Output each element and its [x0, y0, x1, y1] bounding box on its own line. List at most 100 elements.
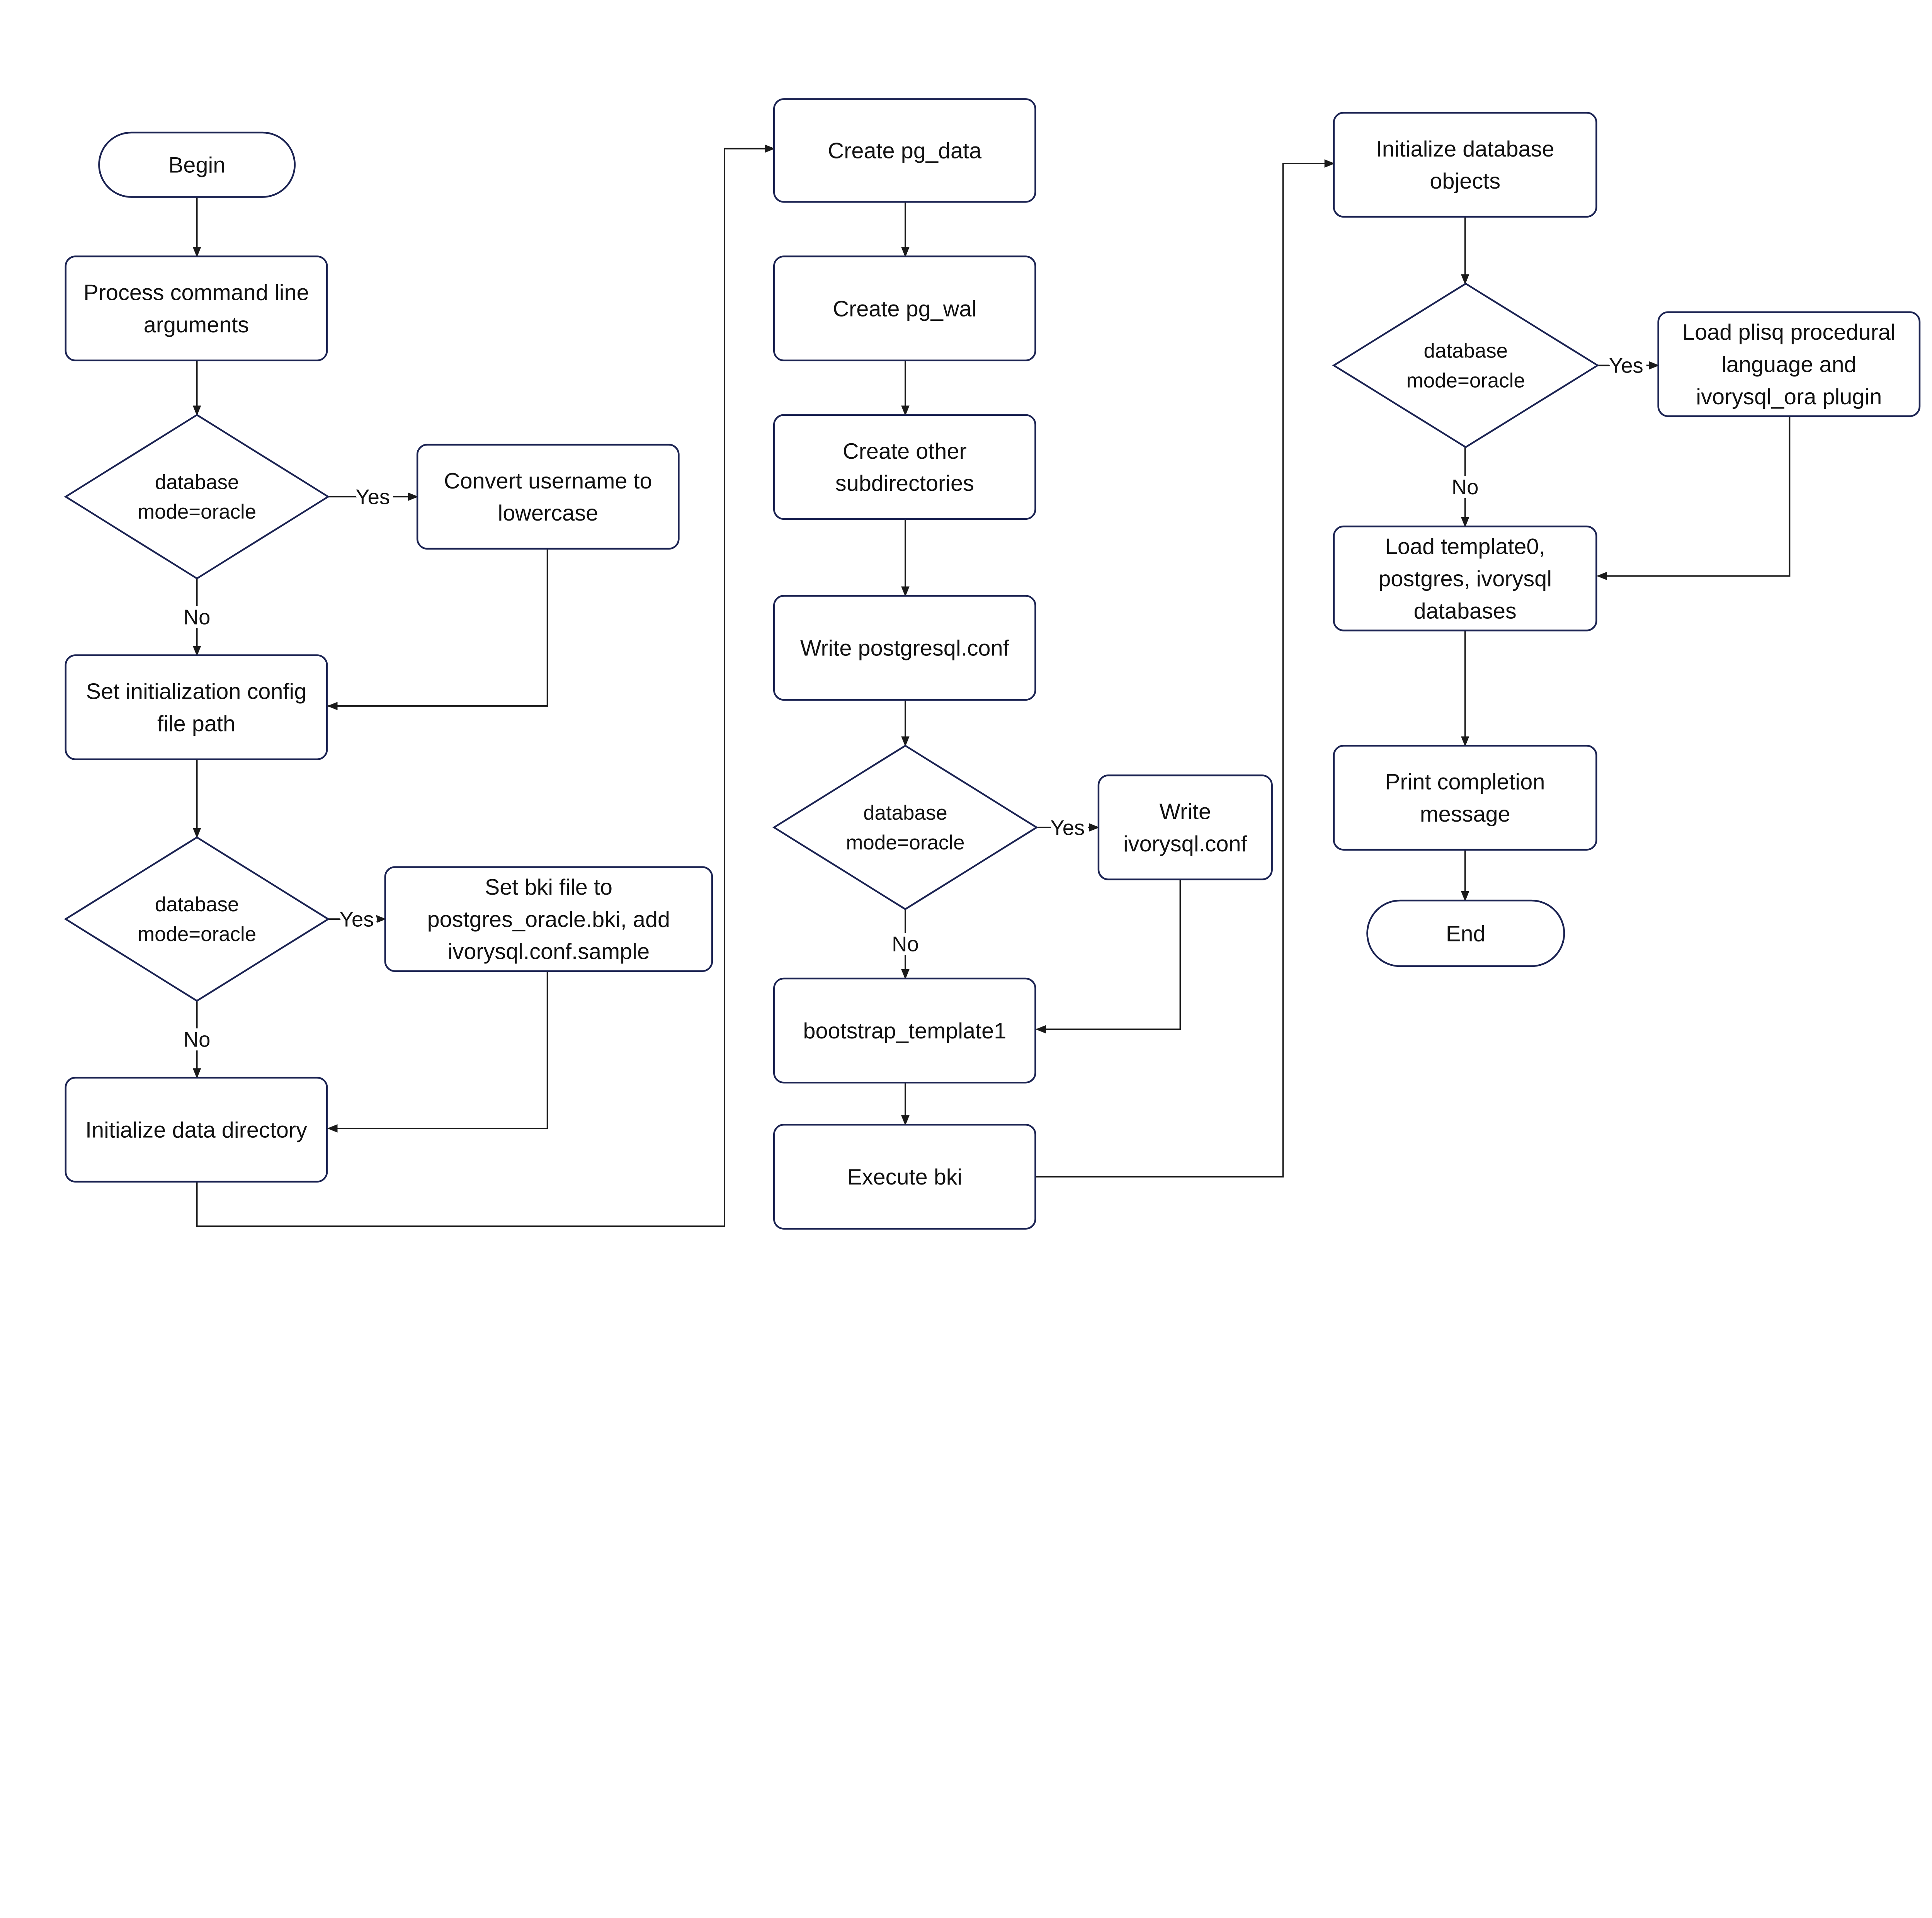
node-text: Execute bki — [847, 1165, 962, 1190]
edge-load_plisq-to-load_templates — [1596, 416, 1791, 580]
process-shape — [773, 98, 1036, 203]
node-text: database — [155, 893, 239, 916]
node-text: Print completion — [1385, 770, 1545, 795]
node-process-args: Process command line arguments — [65, 255, 328, 361]
node-init-db-objects: Initialize database objects — [1333, 112, 1597, 218]
node-text: lowercase — [498, 501, 598, 526]
node-text: Create other — [843, 439, 967, 464]
node-write-ivorysql-conf: Write ivorysql.conf — [1097, 774, 1273, 880]
node-bootstrap-template1: bootstrap_template1 — [773, 977, 1036, 1084]
process-shape — [1333, 745, 1597, 851]
process-shape — [773, 414, 1036, 520]
node-text: ivorysql.conf — [1123, 832, 1248, 856]
node-text: Write postgresql.conf — [800, 636, 1010, 660]
process-shape — [773, 595, 1036, 701]
node-decision3: database mode=oracle — [772, 744, 1038, 910]
edge-label-no: No — [184, 605, 211, 629]
node-text: objects — [1430, 169, 1500, 194]
node-text: Initialize database — [1376, 137, 1554, 162]
edge-execute_bki-to-init_db_objects — [1035, 159, 1335, 1178]
edge-label-yes: Yes — [355, 485, 390, 509]
node-set-config-path: Set initialization config file path — [65, 654, 328, 760]
node-text: Process command line — [83, 281, 309, 305]
edge-set_bki-to-init_data_dir — [327, 971, 548, 1133]
edge-label-yes: Yes — [1050, 816, 1085, 839]
node-write-postgresql-conf: Write postgresql.conf — [773, 595, 1036, 701]
decision-shape — [772, 744, 1038, 910]
node-text: database — [155, 471, 239, 494]
node-text: subdirectories — [835, 471, 974, 496]
node-text: language and — [1721, 352, 1857, 377]
node-execute-bki: Execute bki — [773, 1124, 1036, 1230]
node-text: Create pg_data — [828, 139, 982, 163]
node-text: ivorysql.conf.sample — [448, 939, 650, 964]
node-text: file path — [157, 711, 235, 736]
edge-convert_username-to-set_config_path — [327, 548, 548, 710]
process-shape — [1333, 112, 1597, 218]
node-text: postgres, ivorysql — [1378, 567, 1552, 591]
node-text: mode=oracle — [138, 500, 256, 523]
process-shape — [416, 444, 680, 550]
node-text: ivorysql_ora plugin — [1696, 385, 1882, 409]
decision-shape — [1332, 283, 1599, 448]
terminal-shape — [98, 131, 296, 198]
node-text: Set bki file to — [485, 875, 612, 900]
edge-init_data_dir-to-create_pg_data — [196, 144, 775, 1227]
node-create-pg-data: Create pg_data — [773, 98, 1036, 203]
node-decision2: database mode=oracle — [64, 836, 330, 1002]
edge-label-no: No — [892, 933, 919, 956]
decision-shape — [64, 414, 330, 580]
decision-shape — [64, 836, 330, 1002]
process-shape — [773, 255, 1036, 361]
node-text: database — [863, 802, 947, 824]
node-text: End — [1446, 921, 1486, 946]
edge-write_ivorysql_conf-to-bootstrap_template1 — [1035, 879, 1181, 1034]
node-text: mode=oracle — [846, 831, 964, 854]
node-load-plisq: Load plisq procedural language and ivorysq… — [1657, 311, 1921, 417]
node-text: arguments — [144, 313, 249, 337]
node-text: mode=oracle — [1406, 369, 1525, 392]
node-text: Begin — [168, 153, 226, 177]
node-convert-username: Convert username to lowercase — [416, 444, 680, 550]
node-text: mode=oracle — [138, 923, 256, 946]
terminal-shape — [1366, 899, 1565, 967]
node-text: Set initialization config — [86, 679, 307, 704]
node-create-subdirs: Create other subdirectories — [773, 414, 1036, 520]
node-init-data-dir: Initialize data directory — [65, 1077, 328, 1183]
node-end: End — [1366, 899, 1565, 967]
node-begin: Begin — [98, 131, 296, 198]
node-text: Load template0, — [1385, 534, 1545, 559]
node-text: Create pg_wal — [833, 296, 976, 321]
process-shape — [65, 255, 328, 361]
node-create-pg-wal: Create pg_wal — [773, 255, 1036, 361]
edge-label-yes: Yes — [340, 907, 374, 931]
node-text: Write — [1160, 800, 1211, 824]
process-shape — [384, 866, 713, 972]
node-text: message — [1420, 802, 1510, 827]
process-shape — [65, 654, 328, 760]
node-text: Convert username to — [444, 469, 652, 494]
process-shape — [1333, 525, 1597, 631]
node-load-templates: Load template0, postgres, ivorysql databas… — [1333, 525, 1597, 631]
process-shape — [1097, 774, 1273, 880]
process-shape — [1657, 311, 1921, 417]
edge-label-no: No — [184, 1028, 211, 1051]
edge-label-no: No — [1452, 475, 1479, 499]
edge-label-yes: Yes — [1609, 354, 1643, 378]
process-shape — [773, 977, 1036, 1084]
process-shape — [65, 1077, 328, 1183]
node-print-completion: Print completion message — [1333, 745, 1597, 851]
node-decision1: database mode=oracle — [64, 414, 330, 580]
node-text: Initialize data directory — [85, 1118, 307, 1142]
node-text: postgres_oracle.bki, add — [427, 907, 670, 932]
node-text: databases — [1414, 599, 1517, 623]
node-text: Load plisq procedural — [1682, 320, 1896, 345]
node-set-bki: Set bki file to postgres_oracle.bki, add i… — [384, 866, 713, 972]
edges — [192, 144, 1791, 1227]
node-text: bootstrap_template1 — [803, 1019, 1006, 1043]
process-shape — [773, 1124, 1036, 1230]
